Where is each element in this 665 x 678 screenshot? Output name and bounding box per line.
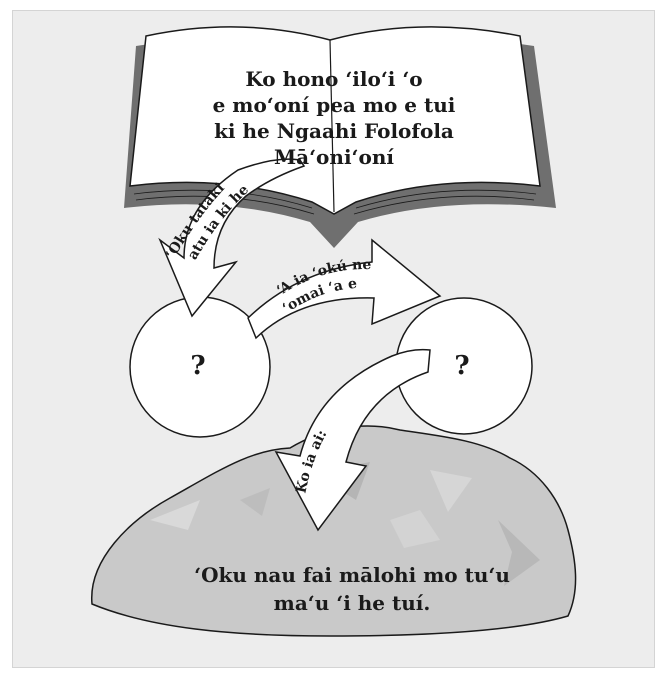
book-text-line-1: Ko hono ʻiloʻi ʻo (245, 67, 422, 91)
arrow-left-to-right-circle (247, 238, 442, 340)
rock-shape (91, 425, 577, 637)
circle-left-mark: ? (190, 351, 205, 381)
arrow-right-circle-to-rock (274, 348, 431, 532)
arrow-book-to-left-circle (158, 158, 306, 318)
circle-right-mark: ? (454, 351, 469, 381)
rock-text-line-2: maʻu ʻi he tuí. (274, 591, 431, 615)
rock-text-line-1: ʻOku nau fai mālohi mo tuʻu (194, 563, 510, 587)
book-text-line-3: ki he Ngaahi Folofola (214, 119, 454, 143)
book-text-line-2: e moʻoní pea mo e tui (213, 93, 456, 117)
book-text-line-4: Māʻoniʻoní (274, 145, 394, 169)
